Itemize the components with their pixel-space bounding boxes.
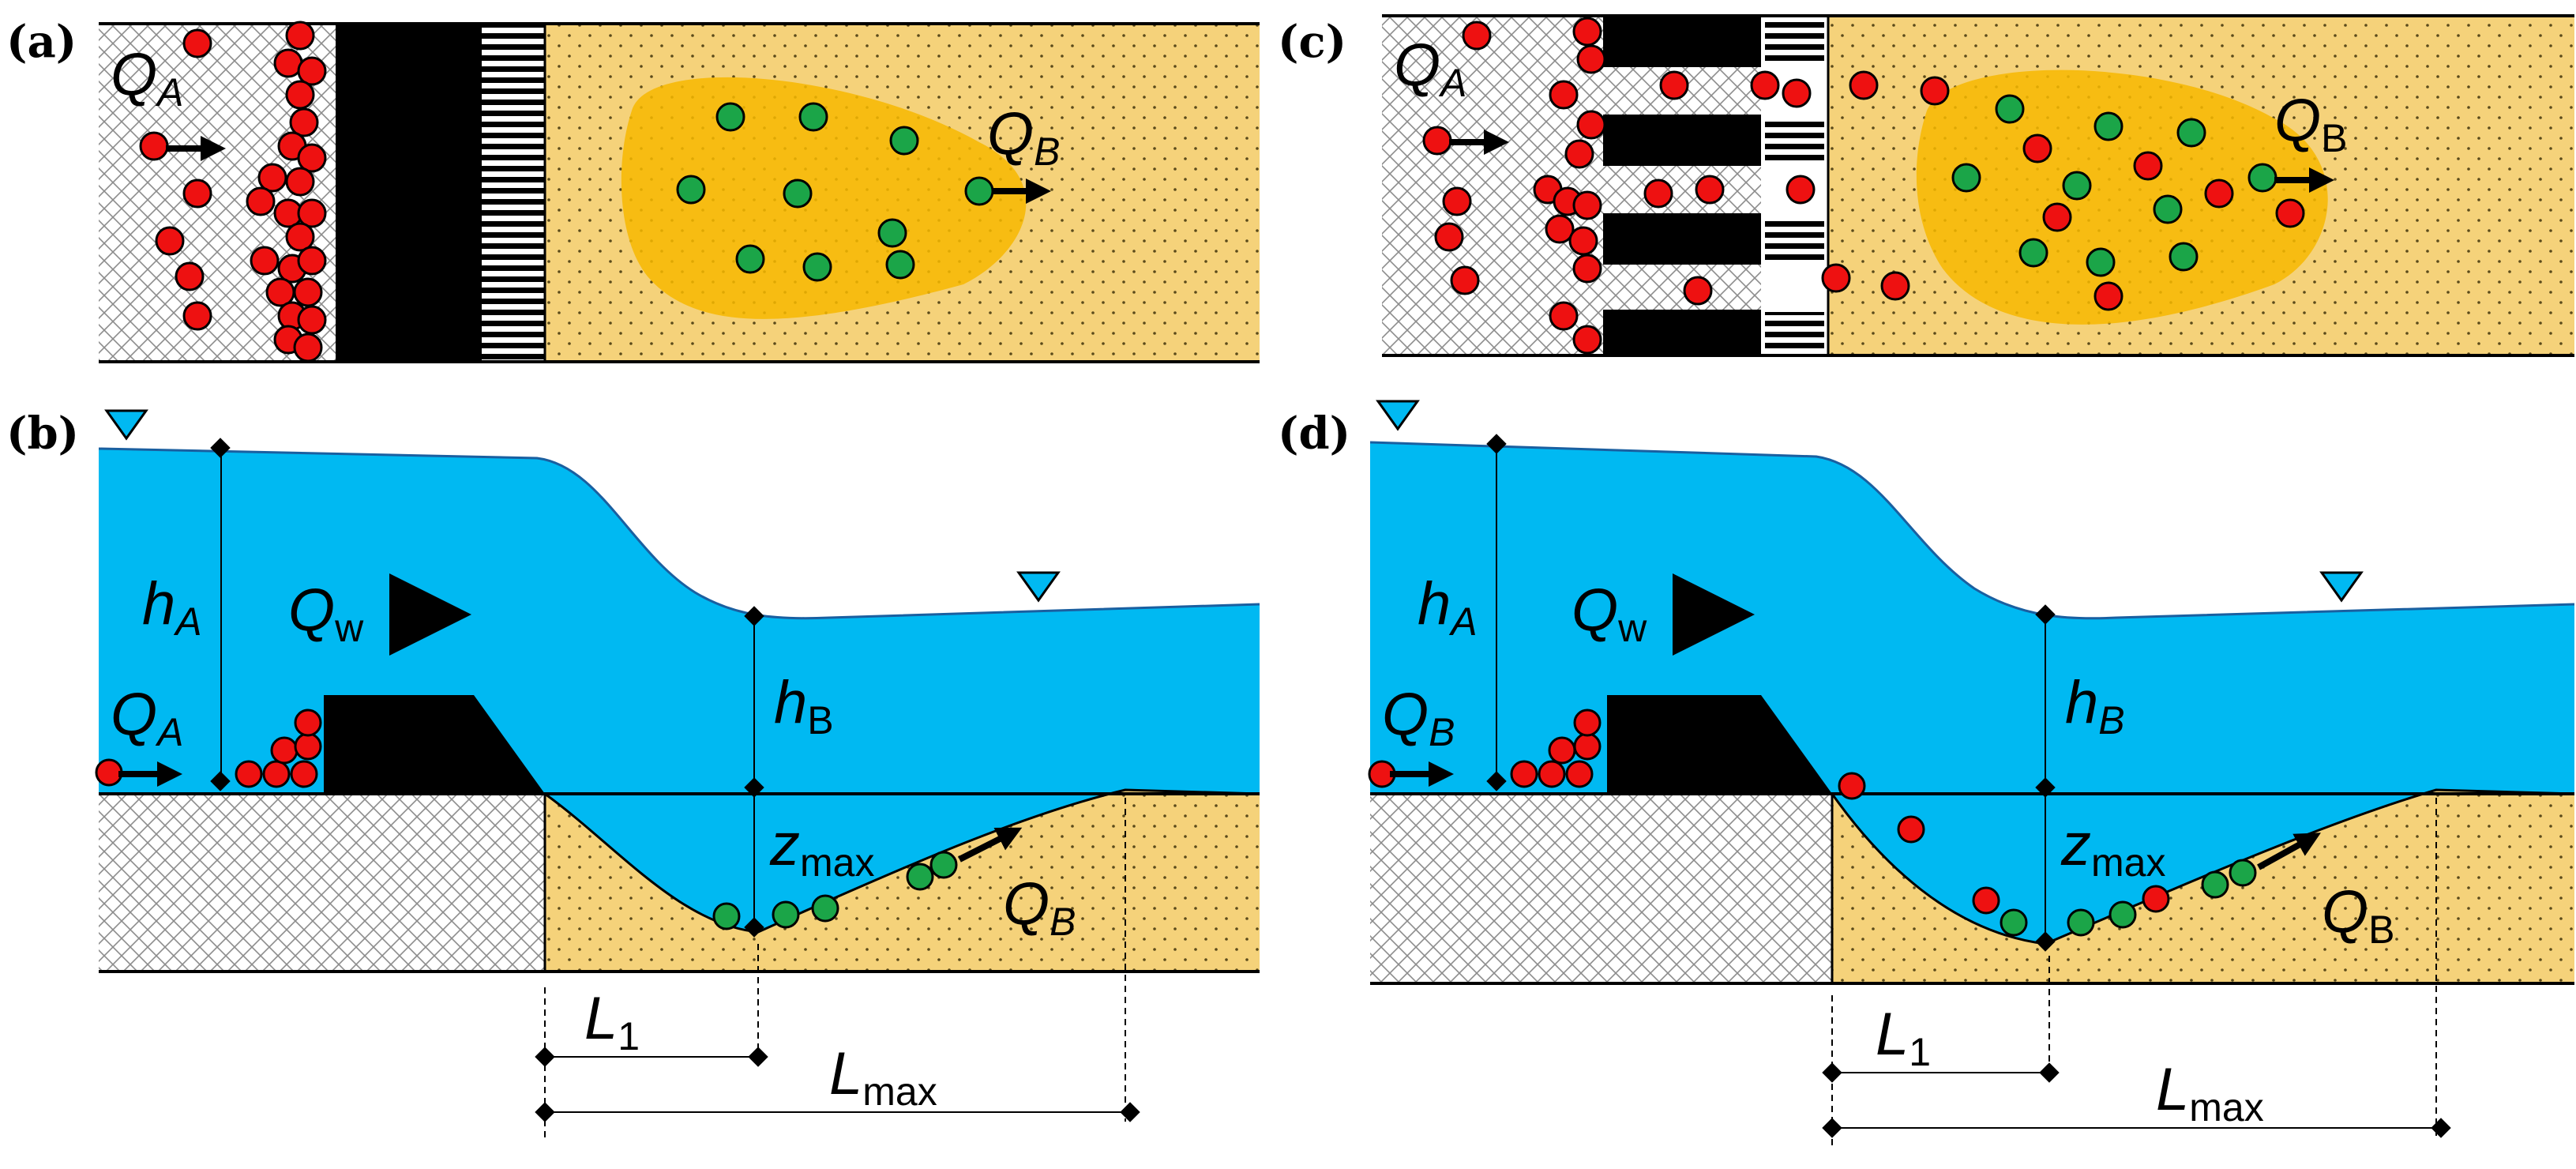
red-particles <box>95 709 322 788</box>
panel-d: (d) hA Qw QB hB zmax QB L1 Lmax <box>1278 400 2575 1149</box>
label-l1: L1 <box>1876 1001 1931 1074</box>
panel-a: (a) QA QB <box>6 16 1260 363</box>
label-lmax: Lmax <box>829 1040 937 1114</box>
label-zmax: zmax <box>2060 811 2165 885</box>
panel-label-a: (a) <box>6 16 77 68</box>
label-ha: hA <box>142 570 202 644</box>
green-particles <box>2000 859 2257 937</box>
label-hb: hB <box>774 669 834 742</box>
label-qa: QA <box>1394 32 1466 105</box>
green-particles <box>712 851 958 930</box>
label-hb: hB <box>2065 669 2125 742</box>
label-qa: QA <box>111 681 183 754</box>
flow-arrow-icon <box>958 827 1023 863</box>
panel-label-b: (b) <box>6 408 79 460</box>
label-qa: QA <box>111 41 183 115</box>
flow-arrow-icon <box>2257 833 2321 870</box>
water-level-icon <box>1016 571 1061 603</box>
green-particles <box>1951 94 2277 277</box>
red-particles <box>1368 709 2170 915</box>
water-level-icon <box>104 409 148 441</box>
label-qb: QB <box>2322 878 2394 952</box>
label-qb: QB <box>2274 87 2347 160</box>
label-zmax: zmax <box>769 811 874 885</box>
water-level-icon <box>2319 571 2364 603</box>
red-particles <box>1422 17 2305 355</box>
label-qb: QB <box>987 100 1060 174</box>
label-qw: Qw <box>288 577 364 650</box>
water-level-icon <box>1376 400 1420 431</box>
panel-b: (b) hA Qw QA hB zmax QB L1 Lmax <box>6 408 1260 1137</box>
label-qb-upstream: QB <box>1382 681 1455 754</box>
red-particles <box>139 21 327 363</box>
dimension-diamond-icon <box>210 438 231 791</box>
label-qb: QB <box>1003 870 1076 944</box>
label-qw: Qw <box>1572 577 1647 650</box>
label-l1: L1 <box>584 985 640 1058</box>
label-lmax: Lmax <box>2156 1056 2264 1130</box>
panel-label-d: (d) <box>1278 408 1350 460</box>
panel-c: (c) QA QB <box>1278 14 2574 357</box>
green-particles <box>676 102 994 282</box>
panel-label-c: (c) <box>1278 16 1346 68</box>
label-ha: hA <box>1418 570 1478 644</box>
